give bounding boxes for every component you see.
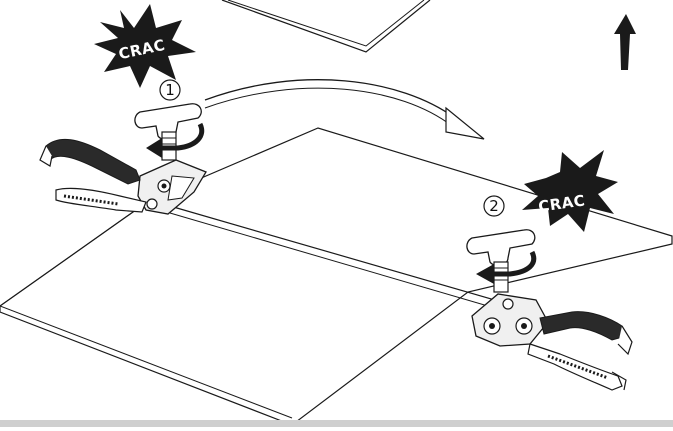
step-number-2: 2 xyxy=(489,197,499,215)
step-number-1: 1 xyxy=(165,81,175,99)
rotate-left-icon xyxy=(146,122,205,158)
rotate-left-icon xyxy=(476,250,537,284)
crac-burst-2: CRAC xyxy=(522,150,618,232)
step-marker-1: 1 xyxy=(159,79,181,101)
clamp-left xyxy=(39,103,207,215)
crac-burst-1: CRAC xyxy=(94,4,196,88)
upper-panel xyxy=(221,0,431,53)
bottom-bar xyxy=(0,420,673,427)
up-arrow-icon xyxy=(614,14,636,70)
panel-seam xyxy=(169,205,513,312)
step-marker-2: 2 xyxy=(483,195,505,217)
t-knob-left xyxy=(134,103,202,161)
clamp-right xyxy=(466,229,633,391)
curved-arrow-icon xyxy=(204,79,485,140)
